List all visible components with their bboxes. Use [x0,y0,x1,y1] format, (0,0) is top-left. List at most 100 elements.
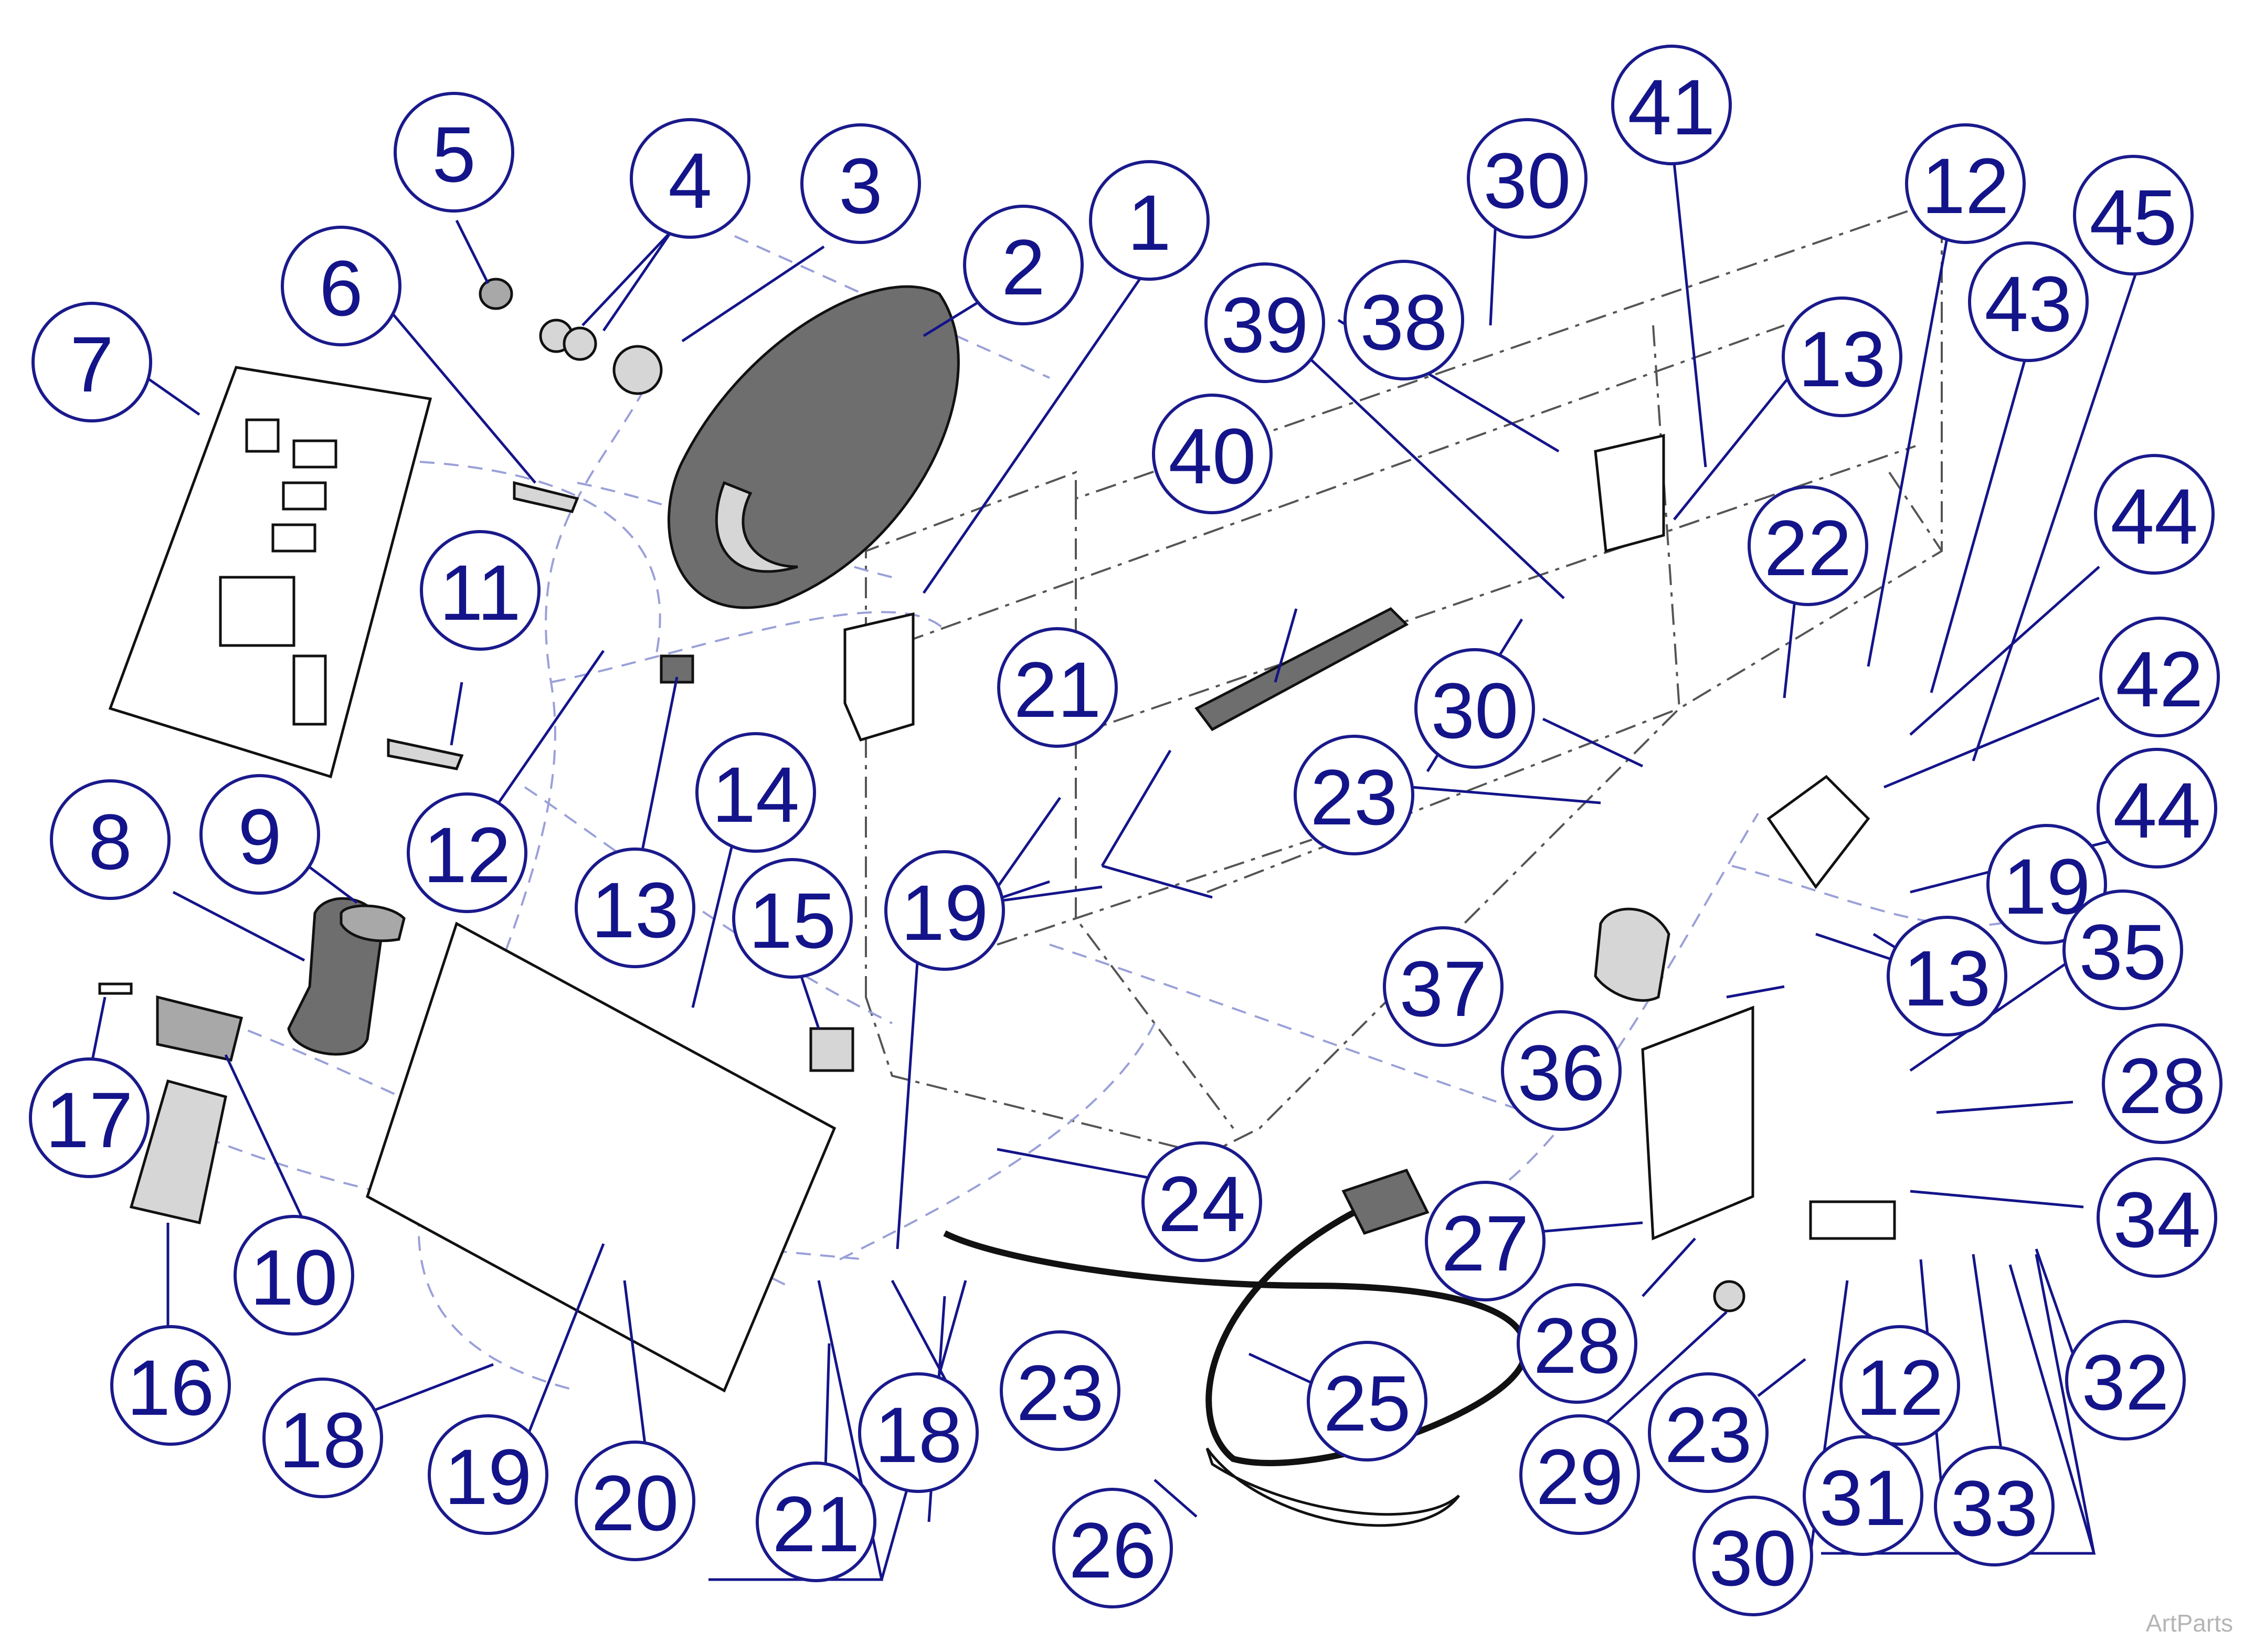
callout-circle [1934,1446,2055,1566]
callout-circle [1141,1141,1262,1262]
callout-number: 23 [1017,1349,1104,1437]
callout-number: 3 [839,142,882,230]
callout-number: 19 [901,869,989,957]
callout-number: 22 [1764,504,1852,592]
callout-45: 45 [2073,155,2194,276]
callout-37: 37 [1383,926,1504,1047]
callout-number: 25 [1324,1359,1411,1447]
callout-number: 31 [1819,1454,1907,1542]
callout-19: 19 [428,1414,548,1535]
callout-circle [1887,916,2007,1036]
callout-circle [29,1057,150,1178]
callout-circle [2097,1157,2217,1278]
callout-16: 16 [110,1325,231,1446]
callout-circle [1152,394,1273,514]
callout-circle [1204,262,1325,383]
callout-circle [695,732,816,853]
callout-circle [50,779,171,900]
callout-circle [1782,296,1902,417]
callout-circle [1089,160,1210,281]
callout-number: 23 [1310,753,1398,841]
callout-42: 42 [2099,617,2220,737]
callout-28: 28 [1517,1283,1637,1404]
callout-18: 18 [858,1372,979,1493]
callout-circle [1968,241,2089,362]
callout-13: 13 [1782,296,1902,417]
callout-circle [1307,1341,1427,1462]
callout-27: 27 [1425,1181,1546,1301]
callout-circle [2102,1023,2223,1144]
callout-circle [31,302,152,422]
callout-number: 26 [1069,1506,1157,1594]
callout-8: 8 [50,779,171,900]
callout-circle [262,1378,383,1498]
callout-29: 29 [1519,1414,1640,1535]
callout-13: 13 [575,848,695,968]
callout-number: 13 [591,866,679,954]
washer-part [612,345,663,395]
callout-21: 21 [756,1462,876,1582]
callout-circle [420,530,541,651]
callout-number: 32 [2082,1338,2170,1426]
callout-18: 18 [262,1378,383,1498]
small-bracket-part [809,1027,854,1072]
terminal-block-part [1809,1200,1896,1240]
callout-number: 18 [279,1396,367,1484]
callout-circle [1052,1488,1173,1608]
callout-38: 38 [1343,260,1464,380]
callout-number: 8 [88,798,132,886]
callout-20: 20 [575,1441,695,1561]
callout-circle [1905,123,2026,244]
callout-circle [756,1462,876,1582]
callout-circle [732,858,853,979]
disc-part [668,285,960,609]
callout-circle [575,1441,695,1561]
callout-number: 12 [424,811,511,899]
callout-number: 9 [238,792,281,881]
callout-2: 2 [963,205,1084,325]
callout-circle [963,205,1084,325]
callout-circle [1611,45,1732,165]
callout-23: 23 [1648,1372,1769,1493]
callout-6: 6 [281,226,401,346]
callout-number: 28 [2119,1042,2206,1130]
callout-number: 14 [712,750,800,839]
callout-circle [2065,1320,2186,1441]
bracket-part [843,612,915,742]
callout-circle [110,1325,231,1446]
callout-26: 26 [1052,1488,1173,1608]
clamp-part [156,995,244,1062]
plug-part [1341,1168,1430,1235]
callout-number: 17 [46,1076,133,1164]
callout-32: 32 [2065,1320,2186,1441]
callout-number: 13 [1798,315,1886,403]
callout-24: 24 [1141,1141,1262,1262]
callout-23: 23 [1294,735,1414,855]
angle-bracket-part [1766,775,1870,889]
callout-number: 19 [445,1433,532,1521]
callout-circle [234,1215,354,1336]
callout-number: 4 [668,136,712,225]
callout-number: 6 [319,244,363,332]
callout-40: 40 [1152,394,1273,514]
callout-25: 25 [1307,1341,1427,1462]
callout-number: 21 [773,1480,860,1568]
callout-3: 3 [800,123,921,244]
callout-7: 7 [31,302,152,422]
callout-number: 38 [1360,278,1448,366]
callout-number: 23 [1665,1391,1752,1479]
callout-circle [575,848,695,968]
standoff-part [513,481,579,513]
callout-5: 5 [394,92,514,213]
callout-number: 12 [1856,1343,1944,1432]
mounting-bracket-part [1641,1005,1754,1241]
callout-circle [2062,889,2183,1010]
callout-22: 22 [1748,485,1868,606]
spacer-part [1713,1280,1745,1312]
callout-19: 19 [884,850,1005,971]
callout-43: 43 [1968,241,2089,362]
nut-part [479,278,513,310]
callout-circle [800,123,921,244]
callout-circle [1000,1330,1120,1451]
